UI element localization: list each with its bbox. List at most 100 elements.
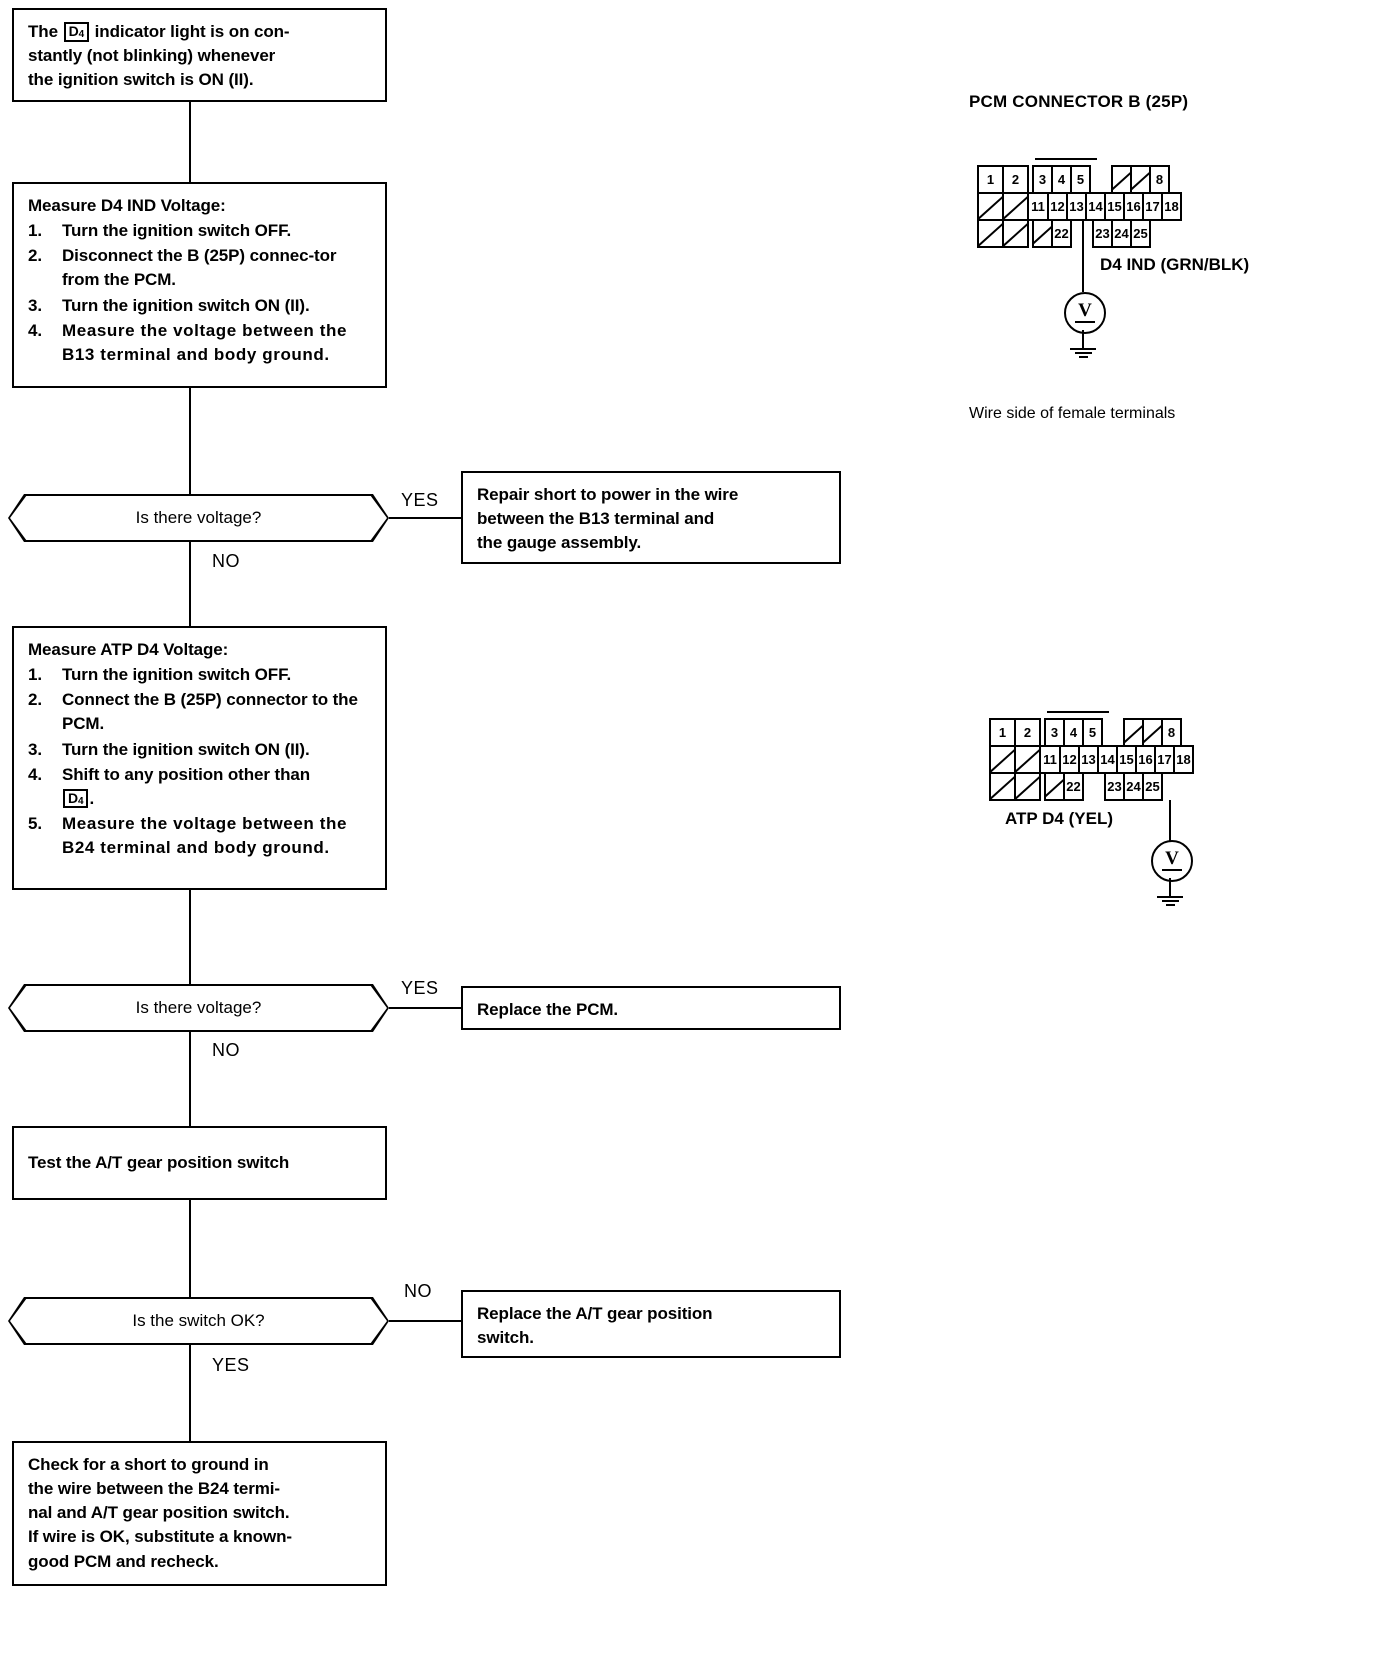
pin-3: 3 xyxy=(1044,718,1065,747)
replace-pcm-line-1: Replace the PCM. xyxy=(477,1000,619,1019)
pin-blank xyxy=(1014,772,1041,801)
ground-wire-bottom xyxy=(1169,878,1171,896)
branch-label-yes-2: YES xyxy=(401,978,439,998)
replace-pcm-box: Replace the PCM. xyxy=(461,986,841,1030)
pin-18: 18 xyxy=(1161,192,1182,221)
pcm-connector-bottom-diagram: 1 2 3 4 5 8 11 12 13 14 15 16 17 18 xyxy=(989,711,1219,818)
replace-switch-box: Replace the A/T gear position switch. xyxy=(461,1290,841,1358)
measure-d4-ind-box: Measure D4 IND Voltage: 1. Turn the ignit… xyxy=(12,182,387,388)
pin-2: 2 xyxy=(1014,718,1041,747)
final-line-4: If wire is OK, substitute a known- xyxy=(28,1527,292,1547)
branch-label-no-1: NO xyxy=(212,551,240,571)
pin-15: 15 xyxy=(1116,745,1137,774)
pin-blank xyxy=(1014,745,1041,774)
decision-label: Is there voltage? xyxy=(135,998,262,1017)
final-line-3: nal and A/T gear position switch. xyxy=(28,1503,290,1523)
pin-22: 22 xyxy=(1051,219,1072,248)
connector-line-measure1-to-decision1 xyxy=(189,388,191,495)
branch-label-no-2: NO xyxy=(212,1040,240,1060)
pin-gap xyxy=(1082,772,1104,801)
connector-top-bar xyxy=(1035,158,1097,160)
step-number: 4. xyxy=(28,764,42,784)
pin-1: 1 xyxy=(989,718,1016,747)
decision-is-switch-ok: Is the switch OK? xyxy=(8,1297,389,1345)
step-text: Connect the B (25P) connector to the PCM… xyxy=(62,690,358,734)
pin-8: 8 xyxy=(1161,718,1182,747)
pin-23: 23 xyxy=(1104,772,1125,801)
repair-line-1: Repair short to power in the wire xyxy=(477,485,739,504)
measure-atp-d4-box: Measure ATP D4 Voltage: 1.Turn the ignit… xyxy=(12,626,387,890)
step-item: 4. Shift to any position other than D4. xyxy=(28,763,371,811)
final-line-5: good PCM and recheck. xyxy=(28,1551,219,1571)
connector-row-3: 22 23 24 25 xyxy=(989,772,1163,801)
ground-symbol-icon-top xyxy=(1069,346,1097,360)
pin-25: 25 xyxy=(1142,772,1163,801)
pin-24: 24 xyxy=(1111,219,1132,248)
probe-wire-bottom xyxy=(1169,800,1171,841)
step-text: Disconnect the B (25P) connec-tor from t… xyxy=(62,246,337,290)
replace-switch-line-1: Replace the A/T gear position xyxy=(477,1304,713,1323)
pin-blank xyxy=(1002,219,1029,248)
step-number: 3. xyxy=(28,295,42,315)
pin-16: 16 xyxy=(1123,192,1144,221)
step-item: 1. Turn the ignition switch OFF. xyxy=(28,663,371,687)
branch-line-yes-2 xyxy=(389,1007,462,1009)
step-text: Measure the voltage between the B13 term… xyxy=(62,320,348,364)
repair-short-box: Repair short to power in the wire betwee… xyxy=(461,471,841,564)
symptom-line1-pre: The xyxy=(28,22,58,41)
pcm-connector-top-diagram: 1 2 3 4 5 8 11 12 13 14 15 16 17 18 xyxy=(977,158,1207,265)
step-text: Turn the ignition switch OFF. xyxy=(62,221,292,241)
d4-ind-wire-label: D4 IND (GRN/BLK) xyxy=(1100,255,1250,274)
pin-blank xyxy=(1002,192,1029,221)
connector-line-test-to-decision3 xyxy=(189,1200,191,1298)
d4-glyph-icon: D4 xyxy=(63,788,89,809)
atp-d4-wire-label: ATP D4 (YEL) xyxy=(1005,809,1113,828)
branch-label-yes-3: YES xyxy=(212,1355,250,1375)
pin-14: 14 xyxy=(1085,192,1106,221)
voltmeter-icon-bottom: V xyxy=(1151,840,1193,882)
pin-gap xyxy=(1089,165,1111,194)
step-text: Turn the ignition switch OFF. xyxy=(62,665,292,685)
symptom-line1-post: indicator light is on con- xyxy=(94,22,290,41)
symptom-line-3: the ignition switch is ON (II). xyxy=(28,70,254,90)
pin-15: 15 xyxy=(1104,192,1125,221)
pin-blank xyxy=(977,219,1004,248)
test-switch-line-1: Test the A/T gear position switch xyxy=(28,1152,290,1172)
final-line-2: the wire between the B24 termi- xyxy=(28,1479,280,1499)
measure-atp-d4-steps: 1.Turn the ignition switch OFF. 2.Connec… xyxy=(28,663,371,860)
step-number: 1. xyxy=(28,665,42,685)
voltmeter-icon-top: V xyxy=(1064,292,1106,334)
measure-d4-ind-title: Measure D4 IND Voltage: xyxy=(28,196,226,215)
step-item: 3. Turn the ignition switch ON (II). xyxy=(28,294,371,318)
ground-symbol-icon-bottom xyxy=(1156,894,1184,908)
pin-16: 16 xyxy=(1135,745,1156,774)
pin-17: 17 xyxy=(1142,192,1163,221)
pin-11: 11 xyxy=(1039,745,1061,774)
step-number: 1. xyxy=(28,221,42,241)
step-number: 2. xyxy=(28,246,42,266)
step-text: Turn the ignition switch ON (II). xyxy=(62,295,310,315)
pin-blank xyxy=(1142,718,1163,747)
symptom-line-2: stantly (not blinking) whenever xyxy=(28,46,276,66)
branch-line-no-3 xyxy=(389,1320,462,1322)
branch-label-no-3: NO xyxy=(404,1281,432,1301)
pin-blank xyxy=(1032,219,1053,248)
pin-13: 13 xyxy=(1066,192,1087,221)
connector-top-bar xyxy=(1047,711,1109,713)
pin-blank xyxy=(1130,165,1151,194)
pin-17: 17 xyxy=(1154,745,1175,774)
step-item: 1. Turn the ignition switch OFF. xyxy=(28,219,371,243)
voltmeter-symbol: V xyxy=(1165,848,1179,870)
pin-gap xyxy=(1070,219,1092,248)
pin-5: 5 xyxy=(1070,165,1091,194)
voltmeter-bar xyxy=(1162,868,1182,871)
decision-is-there-voltage-2: Is there voltage? xyxy=(8,984,389,1032)
connector-row-1: 1 2 3 4 5 8 xyxy=(989,718,1182,747)
pin-blank xyxy=(977,192,1004,221)
step-text: Shift to any position other than xyxy=(62,764,311,784)
branch-line-yes-3 xyxy=(189,1345,191,1442)
pin-blank xyxy=(1123,718,1144,747)
pin-12: 12 xyxy=(1047,192,1068,221)
replace-switch-line-2: switch. xyxy=(477,1328,534,1348)
step-item: 5.Measure the voltage between the B24 te… xyxy=(28,812,371,860)
